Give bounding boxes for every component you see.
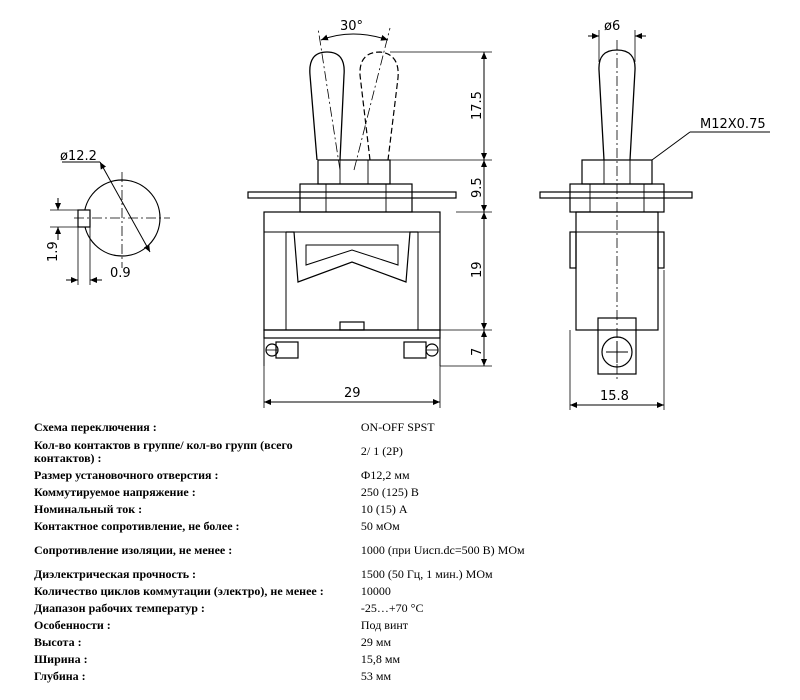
lever-alt-dashed — [359, 51, 399, 161]
key-offset-label: 0.9 — [110, 266, 131, 281]
spec-label: Высота : — [34, 635, 82, 649]
spec-label: Коммутируемое напряжение : — [34, 485, 196, 499]
spec-value: 10000 — [360, 584, 391, 598]
side-view — [539, 30, 770, 410]
spec-label: Кол-во контактов в группе/ кол-во групп … — [34, 437, 293, 465]
spec-label: Особенности : — [34, 618, 111, 632]
spec-label: Номинальный ток : — [34, 502, 143, 516]
spec-label: Диапазон рабочих температур : — [34, 601, 205, 615]
mounting-hole-view — [50, 161, 170, 285]
spec-value: -25…+70 °С — [360, 601, 424, 615]
angle-arc — [320, 33, 389, 41]
spec-value: ON-OFF SPST — [360, 420, 435, 434]
key-width-label: 1.9 — [46, 241, 61, 262]
spec-value: 10 (15) А — [360, 502, 408, 516]
spec-label: Размер установочного отверстия : — [34, 468, 219, 482]
spec-value: 2/ 1 (2P) — [360, 444, 403, 458]
switch-body — [263, 211, 441, 331]
spec-row: Контактное сопротивление, не более : 50 м… — [34, 518, 534, 535]
spec-label: Диэлектрическая прочность : — [34, 567, 197, 581]
spec-row: Схема переключения : ON-OFF SPST — [34, 419, 534, 436]
specs-table: Схема переключения : ON-OFF SPST Кол-во к… — [34, 419, 534, 685]
spec-label: Количество циклов коммутации (электро), … — [34, 584, 324, 598]
height-9-5-label: 9.5 — [470, 177, 485, 198]
washer-plate — [247, 191, 457, 199]
width-15-8-label: 15.8 — [600, 389, 629, 404]
spec-row: Ширина : 15,8 мм — [34, 651, 534, 668]
spec-label: Сопротивление изоляции, не менее : — [34, 543, 233, 557]
top-nut — [317, 159, 391, 185]
height-7-label: 7 — [470, 348, 485, 356]
spec-value: Под винт — [360, 618, 409, 632]
spec-row: Глубина : 53 мм — [34, 668, 534, 685]
spec-row: Размер установочного отверстия : Ф12,2 мм — [34, 467, 534, 484]
side-body — [575, 211, 659, 331]
lever-solid — [309, 51, 345, 161]
spec-label: Схема переключения : — [34, 420, 157, 434]
hole-diameter-label: ø12.2 — [60, 149, 97, 164]
spec-value: 53 мм — [360, 669, 392, 683]
spec-row: Количество циклов коммутации (электро), … — [34, 583, 534, 600]
height-17-5-label: 17.5 — [470, 91, 485, 120]
spec-value: 15,8 мм — [360, 652, 401, 666]
spec-row: Высота : 29 мм — [34, 634, 534, 651]
spec-value: 29 мм — [360, 635, 392, 649]
thread-leader — [651, 131, 691, 161]
spec-row: Кол-во контактов в группе/ кол-во групп … — [34, 436, 534, 467]
toggle-diameter-label: ø6 — [604, 19, 620, 34]
front-view — [247, 27, 492, 408]
rocker-profile — [286, 231, 418, 283]
key-notch — [77, 209, 91, 228]
spec-value: 250 (125) В — [360, 485, 419, 499]
left-screw-terminal — [265, 341, 299, 359]
spec-value: 50 мОм — [360, 519, 400, 533]
technical-drawing: ø12.2 1.9 0.9 — [46, 19, 770, 410]
side-terminal-screw — [601, 336, 633, 368]
angle-label: 30° — [340, 19, 363, 34]
spec-row: Диапазон рабочих температур : -25…+70 °С — [34, 600, 534, 617]
spec-value: 1500 (50 Гц, 1 мин.) МОм — [360, 567, 493, 581]
right-screw-terminal — [403, 341, 439, 359]
spec-label: Глубина : — [34, 669, 86, 683]
spec-value: Ф12,2 мм — [360, 468, 410, 482]
spec-label: Контактное сопротивление, не более : — [34, 519, 240, 533]
spec-value: 1000 (при Uисп.dc=500 В) МОм — [360, 543, 525, 557]
width-29-label: 29 — [344, 386, 361, 401]
height-19-label: 19 — [470, 261, 485, 278]
spec-row: Сопротивление изоляции, не менее : 1000 (… — [34, 535, 534, 566]
spec-row: Номинальный ток : 10 (15) А — [34, 501, 534, 518]
spec-label: Ширина : — [34, 652, 88, 666]
spec-row: Диэлектрическая прочность : 1500 (50 Гц, … — [34, 566, 534, 583]
thread-label: M12X0.75 — [700, 117, 766, 132]
spec-row: Особенности : Под винт — [34, 617, 534, 634]
spec-row: Коммутируемое напряжение : 250 (125) В — [34, 484, 534, 501]
